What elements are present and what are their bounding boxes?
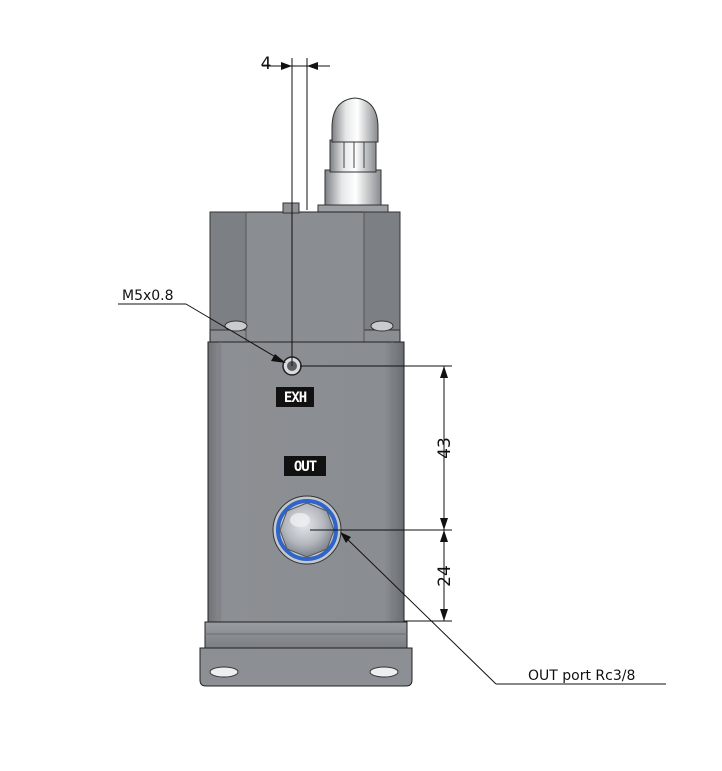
callout-exhaust-thread: M5x0.8 (118, 288, 286, 363)
mounting-bracket (199, 621, 413, 687)
dimension-vertical: 43 24 (300, 365, 455, 622)
callout-out-port: OUT port Rc3/8 (340, 532, 666, 685)
exh-label: EXH (284, 390, 307, 406)
callout-out-port-text: OUT port Rc3/8 (528, 668, 635, 684)
dimension-top-value: 4 (261, 54, 272, 74)
cable-gland (317, 97, 389, 215)
out-label: OUT (294, 459, 317, 475)
dimension-lower-value: 24 (435, 565, 455, 587)
dimension-top: 4 (261, 54, 330, 366)
exh-label-plate: EXH (276, 387, 314, 407)
dimension-upper-value: 43 (435, 437, 455, 459)
out-label-plate: OUT (284, 456, 326, 476)
main-body (207, 341, 405, 623)
callout-exhaust-thread-text: M5x0.8 (122, 288, 174, 304)
upper-head (209, 202, 401, 343)
